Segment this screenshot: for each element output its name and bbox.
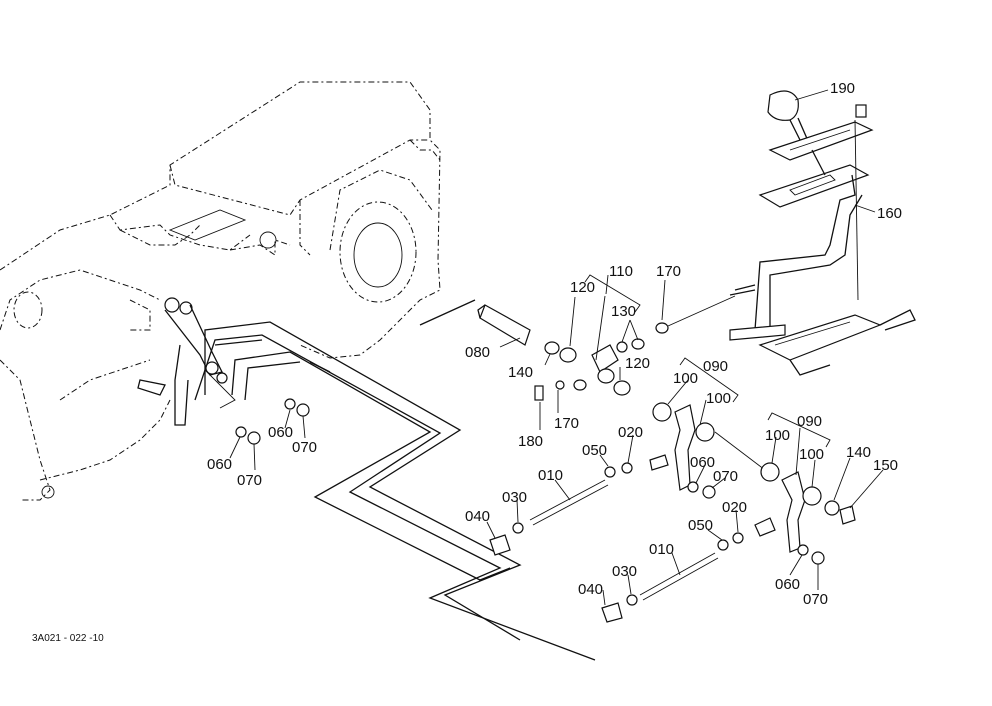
part-labels: 190 160 110 170 120 130 080 140 120 170 … — [207, 80, 902, 608]
part-label: 190 — [830, 80, 855, 97]
part-label: 160 — [877, 205, 902, 222]
part-label: 170 — [656, 263, 681, 280]
part-label: 110 — [609, 263, 633, 280]
arm-assembly-lower — [601, 462, 856, 623]
drawing-code: 3A021 - 022 -10 — [32, 633, 104, 644]
shaft-components — [477, 295, 736, 401]
part-label: 170 — [554, 415, 579, 432]
part-label: 180 — [518, 433, 543, 450]
part-label: 030 — [502, 489, 527, 506]
part-label: 010 — [538, 467, 563, 484]
part-label: 140 — [846, 444, 871, 461]
part-label: 040 — [465, 508, 490, 525]
part-label: 100 — [706, 390, 731, 407]
part-label: 060 — [690, 454, 715, 471]
part-label: 120 — [625, 355, 650, 372]
part-label: 090 — [703, 358, 728, 375]
leader-lines — [229, 89, 884, 606]
part-label: 100 — [799, 446, 824, 463]
part-label: 040 — [578, 581, 603, 598]
part-label: 140 — [508, 364, 533, 381]
part-label: 070 — [292, 439, 317, 456]
part-label: 090 — [797, 413, 822, 430]
part-label: 060 — [207, 456, 232, 473]
part-label: 150 — [873, 457, 898, 474]
part-label: 100 — [673, 370, 698, 387]
part-label: 070 — [803, 591, 828, 608]
part-label: 070 — [237, 472, 262, 489]
part-label: 010 — [649, 541, 674, 558]
part-label: 080 — [465, 344, 490, 361]
arm-assembly-upper — [489, 402, 766, 556]
part-label: 130 — [611, 303, 636, 320]
part-label: 070 — [713, 468, 738, 485]
part-label: 060 — [268, 424, 293, 441]
routing-paths — [194, 299, 596, 661]
part-label: 060 — [775, 576, 800, 593]
transmission-housing — [0, 81, 441, 501]
part-label: 020 — [722, 499, 747, 516]
part-label: 020 — [618, 424, 643, 441]
part-label: 100 — [765, 427, 790, 444]
part-label: 120 — [570, 279, 595, 296]
housing-linkage — [137, 297, 236, 426]
shift-lever-assembly — [729, 90, 916, 376]
part-label: 050 — [582, 442, 607, 459]
group-brackets — [584, 274, 831, 448]
part-label: 050 — [688, 517, 713, 534]
part-label: 030 — [612, 563, 637, 580]
